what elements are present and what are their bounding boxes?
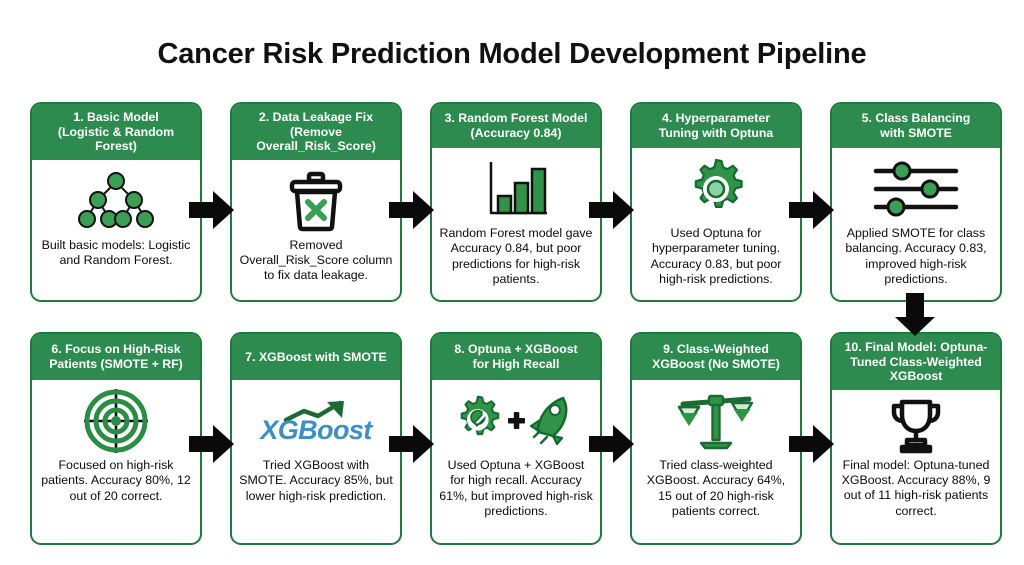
step-body-4: Used Optuna for hyperparameter tuning. A…: [632, 148, 800, 300]
arrow-1-to-2: [189, 191, 234, 229]
step-card-2[interactable]: 2. Data Leakage Fix (Remove Overall_Risk…: [230, 102, 402, 302]
trash-can-x-icon: [232, 168, 400, 234]
arrow-5-to-10: [895, 293, 935, 336]
step-card-8[interactable]: 8. Optuna + XGBoost for High Recall: [430, 332, 602, 545]
step-desc-1: Built basic models: Logistic and Random …: [41, 237, 191, 268]
target-crosshair-icon: [32, 388, 200, 454]
step-card-3[interactable]: 3. Random Forest Model (Accuracy 0.84) R…: [430, 102, 602, 302]
step-header-7: 7. XGBoost with SMOTE: [232, 334, 400, 380]
arrow-2-to-3: [389, 191, 434, 229]
step-desc-2: Removed Overall_Risk_Score column to fix…: [239, 237, 393, 283]
step-desc-9: Tried class-weighted XGBoost. Accuracy 6…: [646, 458, 786, 518]
xgboost-wordmark: XGBoost: [260, 414, 372, 445]
step-desc-7: Tried XGBoost with SMOTE. Accuracy 85%, …: [239, 458, 393, 503]
step-header-2: 2. Data Leakage Fix (Remove Overall_Risk…: [232, 104, 400, 160]
step-body-2: Removed Overall_Risk_Score column to fix…: [232, 160, 400, 300]
growth-arrow-icon: [283, 400, 344, 422]
arrow-6-to-7: [189, 425, 234, 463]
step-desc-3: Random Forest model gave Accuracy 0.84, …: [439, 226, 593, 286]
step-desc-6: Focused on high-risk patients. Accuracy …: [41, 458, 191, 503]
step-header-3-text: 3. Random Forest Model (Accuracy 0.84): [444, 111, 588, 140]
step-header-10-text: 10. Final Model: Optuna-Tuned Class-Weig…: [844, 340, 988, 384]
step-body-6: Focused on high-risk patients. Accuracy …: [32, 380, 200, 543]
step-header-6-text: 6. Focus on High-Risk Patients (SMOTE + …: [49, 342, 183, 371]
arrow-7-to-8: [389, 425, 434, 463]
step-card-7[interactable]: 7. XGBoost with SMOTE XGBoost Tried XGBo…: [230, 332, 402, 545]
xgboost-logo-icon: XGBoost: [232, 388, 400, 454]
step-card-1[interactable]: 1. Basic Model (Logistic & Random Forest…: [30, 102, 202, 302]
step-header-2-text: 2. Data Leakage Fix (Remove Overall_Risk…: [256, 110, 376, 154]
step-header-4: 4. Hyperparameter Tuning with Optuna: [632, 104, 800, 148]
step-body-7: XGBoost Tried XGBoost with SMOTE. Accura…: [232, 380, 400, 543]
step-card-5[interactable]: 5. Class Balancing with SMOTE: [830, 102, 1002, 302]
step-body-8: Used Optuna + XGBoost for high recall. A…: [432, 380, 600, 543]
step-header-4-text: 4. Hyperparameter Tuning with Optuna: [658, 111, 774, 140]
arrow-3-to-4: [589, 191, 634, 229]
step-desc-10: Final model: Optuna-tuned XGBoost. Accur…: [841, 457, 991, 518]
bar-chart-icon: [432, 156, 600, 222]
trophy-icon: [832, 398, 1000, 454]
step-header-7-text: 7. XGBoost with SMOTE: [245, 349, 387, 364]
step-header-5: 5. Class Balancing with SMOTE: [832, 104, 1000, 148]
plus-sign: [508, 412, 525, 429]
step-header-5-text: 5. Class Balancing with SMOTE: [861, 111, 971, 140]
step-header-9: 9. Class-Weighted XGBoost (No SMOTE): [632, 334, 800, 380]
step-header-10: 10. Final Model: Optuna-Tuned Class-Weig…: [832, 334, 1000, 390]
step-header-3: 3. Random Forest Model (Accuracy 0.84): [432, 104, 600, 148]
step-body-5: Applied SMOTE for class balancing. Accur…: [832, 148, 1000, 300]
step-desc-5: Applied SMOTE for class balancing. Accur…: [845, 226, 987, 286]
step-body-10: Final model: Optuna-tuned XGBoost. Accur…: [832, 390, 1000, 543]
step-header-1-text: 1. Basic Model (Logistic & Random Forest…: [57, 110, 175, 154]
arrow-9-to-10: [789, 425, 834, 463]
step-header-6: 6. Focus on High-Risk Patients (SMOTE + …: [32, 334, 200, 380]
step-header-8: 8. Optuna + XGBoost for High Recall: [432, 334, 600, 380]
gear-wrench-plus-rocket-icon: [432, 388, 600, 454]
step-card-9[interactable]: 9. Class-Weighted XGBoost (No SMOTE): [630, 332, 802, 545]
step-body-1: Built basic models: Logistic and Random …: [32, 160, 200, 300]
step-card-10[interactable]: 10. Final Model: Optuna-Tuned Class-Weig…: [830, 332, 1002, 545]
step-header-9-text: 9. Class-Weighted XGBoost (No SMOTE): [652, 342, 780, 371]
step-header-1: 1. Basic Model (Logistic & Random Forest…: [32, 104, 200, 160]
gear-icon: [632, 156, 800, 222]
arrow-8-to-9: [589, 425, 634, 463]
balance-scales-icon: [632, 388, 800, 454]
page-title: Cancer Risk Prediction Model Development…: [157, 38, 867, 70]
arrow-4-to-5: [789, 191, 834, 229]
step-card-4[interactable]: 4. Hyperparameter Tuning with Optuna Use…: [630, 102, 802, 302]
step-desc-8: Used Optuna + XGBoost for high recall. A…: [439, 458, 593, 518]
sliders-icon: [832, 156, 1000, 222]
step-card-6[interactable]: 6. Focus on High-Risk Patients (SMOTE + …: [30, 332, 202, 545]
decision-tree-icon: [32, 168, 200, 234]
step-desc-4: Used Optuna for hyperparameter tuning. A…: [650, 226, 782, 286]
step-header-8-text: 8. Optuna + XGBoost for High Recall: [454, 342, 578, 371]
step-body-3: Random Forest model gave Accuracy 0.84, …: [432, 148, 600, 300]
step-body-9: Tried class-weighted XGBoost. Accuracy 6…: [632, 380, 800, 543]
